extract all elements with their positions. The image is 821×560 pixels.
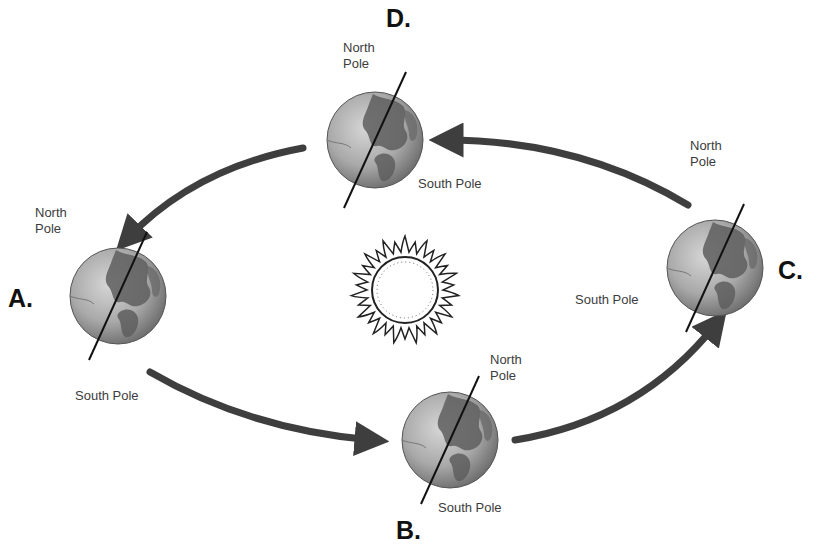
pole-label: South Pole [418,176,482,192]
pole-label: South Pole [75,388,139,404]
pole-label: North Pole [490,352,532,384]
position-letter: A. [8,284,33,312]
pole-label: South Pole [575,292,639,308]
earth-globe [667,204,763,332]
position-letter: C. [778,256,803,284]
sun-symbol [351,236,458,343]
earth-globe [327,72,423,208]
orbit-arrows [128,140,716,440]
position-letter: D. [386,4,411,32]
position-letter: B. [396,516,421,544]
earth-globe [402,376,498,504]
pole-label: South Pole [438,500,502,516]
pole-label: North Pole [690,138,732,170]
pole-label: North Pole [343,40,385,72]
pole-label: North Pole [35,205,77,237]
earth-globe [70,232,166,360]
